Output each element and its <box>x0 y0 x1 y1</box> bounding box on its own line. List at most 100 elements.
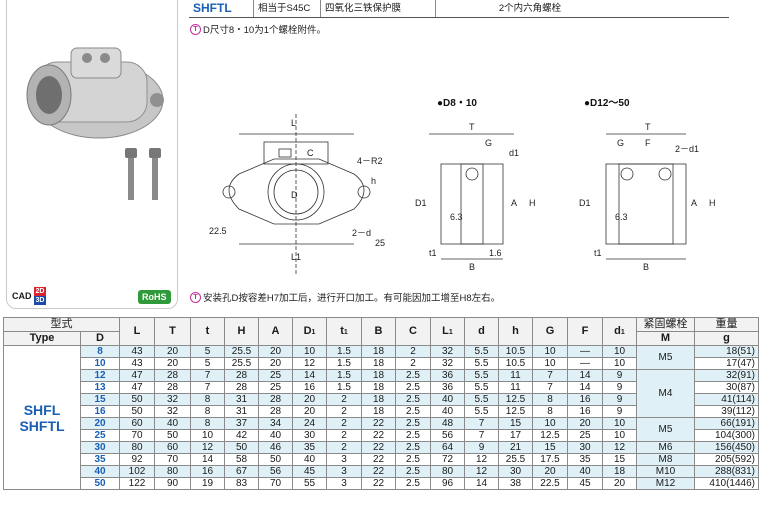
cell-H: 25.5 <box>224 345 259 358</box>
cell-H: 31 <box>224 393 259 406</box>
cell-C: 2.5 <box>395 465 431 478</box>
cell-L1: 56 <box>430 429 465 442</box>
cell-D1: 16 <box>292 381 327 394</box>
cad-2d-label: 2D <box>33 287 47 296</box>
type-cell: SHFL SHFTL <box>3 345 81 490</box>
cell-H: 28 <box>224 369 259 382</box>
cell-d: 14 <box>464 477 499 490</box>
cell-F: 16 <box>567 393 603 406</box>
dim-F-right: F <box>645 138 651 148</box>
cell-weight: 17(47) <box>694 357 759 370</box>
top-material: 相当于S45C <box>254 0 321 17</box>
rough-1-6: 1.6 <box>489 248 502 258</box>
cell-t: 5 <box>190 345 225 358</box>
cell-h: 25.5 <box>498 453 533 466</box>
cell-C: 2.5 <box>395 393 431 406</box>
cell-L1: 32 <box>430 357 465 370</box>
cell-H: 83 <box>224 477 259 490</box>
cell-F: 14 <box>567 381 603 394</box>
cell-C: 2 <box>395 357 431 370</box>
rohs-badge: RoHS <box>138 290 171 304</box>
th-D1: D1 <box>292 317 327 346</box>
cell-h: 17 <box>498 429 533 442</box>
cell-A: 28 <box>258 405 293 418</box>
cell-d1: 10 <box>602 345 637 358</box>
cell-d1: 20 <box>602 477 637 490</box>
cell-B: 18 <box>361 405 396 418</box>
cell-T: 50 <box>154 429 191 442</box>
cell-weight: 30(87) <box>694 381 759 394</box>
cell-d1: 10 <box>602 429 637 442</box>
cell-L: 43 <box>119 357 155 370</box>
cell-D: 50 <box>80 477 120 490</box>
cell-h: 15 <box>498 417 533 430</box>
variant-right-label: ●D12～50 <box>584 98 630 109</box>
cell-t1: 1.5 <box>326 357 362 370</box>
cell-L: 47 <box>119 369 155 382</box>
cell-L: 92 <box>119 453 155 466</box>
cell-C: 2.5 <box>395 417 431 430</box>
cell-D: 40 <box>80 465 120 478</box>
dim-H-right: H <box>709 198 716 208</box>
cell-h: 21 <box>498 441 533 454</box>
cell-T: 60 <box>154 441 191 454</box>
cell-d: 5.5 <box>464 357 499 370</box>
th-C: C <box>395 317 431 346</box>
type-shftl: SHFTL <box>19 417 65 434</box>
cell-D: 16 <box>80 405 120 418</box>
cell-t: 10 <box>190 429 225 442</box>
cell-T: 20 <box>154 357 191 370</box>
cell-t1: 2 <box>326 429 362 442</box>
cell-d: 7 <box>464 429 499 442</box>
cell-D1: 45 <box>292 465 327 478</box>
cell-t1: 1.5 <box>326 369 362 382</box>
cell-d: 7 <box>464 417 499 430</box>
cell-C: 2.5 <box>395 405 431 418</box>
cell-L1: 48 <box>430 417 465 430</box>
cell-bolt: M10 <box>636 465 695 478</box>
rough-6-3-right: 6.3 <box>615 212 628 222</box>
cell-h: 30 <box>498 465 533 478</box>
cell-G: 7 <box>532 369 568 382</box>
cell-D1: 40 <box>292 453 327 466</box>
cell-h: 12.5 <box>498 405 533 418</box>
cad-badge[interactable]: CAD 2D 3D <box>12 287 47 305</box>
top-accessory: 2个内六角螺栓 <box>498 3 562 14</box>
dim-2d1-right: 2－d1 <box>675 144 699 154</box>
cell-D1: 30 <box>292 429 327 442</box>
cell-t1: 2 <box>326 405 362 418</box>
cell-F: 40 <box>567 465 603 478</box>
th-weight: g <box>694 331 759 346</box>
cell-H: 50 <box>224 441 259 454</box>
cell-d1: 9 <box>602 393 637 406</box>
dim-h: h <box>371 176 376 186</box>
cell-G: 17.5 <box>532 453 568 466</box>
cell-L1: 72 <box>430 453 465 466</box>
cell-D: 30 <box>80 441 120 454</box>
dim-D: D <box>291 190 298 200</box>
cell-H: 28 <box>224 381 259 394</box>
dim-t1-left: t1 <box>429 248 437 258</box>
dim-L: L <box>291 118 296 128</box>
cell-T: 28 <box>154 369 191 382</box>
cell-A: 25 <box>258 381 293 394</box>
th-t1: t1 <box>326 317 362 346</box>
dim-G-left: G <box>485 138 492 148</box>
cell-A: 25 <box>258 369 293 382</box>
cell-t1: 3 <box>326 477 362 490</box>
dim-G-right: G <box>617 138 624 148</box>
th-G: G <box>532 317 568 346</box>
dim-B-right: B <box>643 262 649 272</box>
cell-B: 18 <box>361 393 396 406</box>
cell-weight: 18(51) <box>694 345 759 358</box>
th-bolt-top: 紧固螺栓 <box>636 317 695 332</box>
product-photo <box>26 47 164 200</box>
cell-T: 20 <box>154 345 191 358</box>
material-row: SHFTL 相当于S45C 四氧化三铁保护膜 2个内六角螺栓 <box>189 0 729 18</box>
cell-B: 18 <box>361 357 396 370</box>
cell-L1: 36 <box>430 369 465 382</box>
dim-D1-right: D1 <box>579 198 591 208</box>
